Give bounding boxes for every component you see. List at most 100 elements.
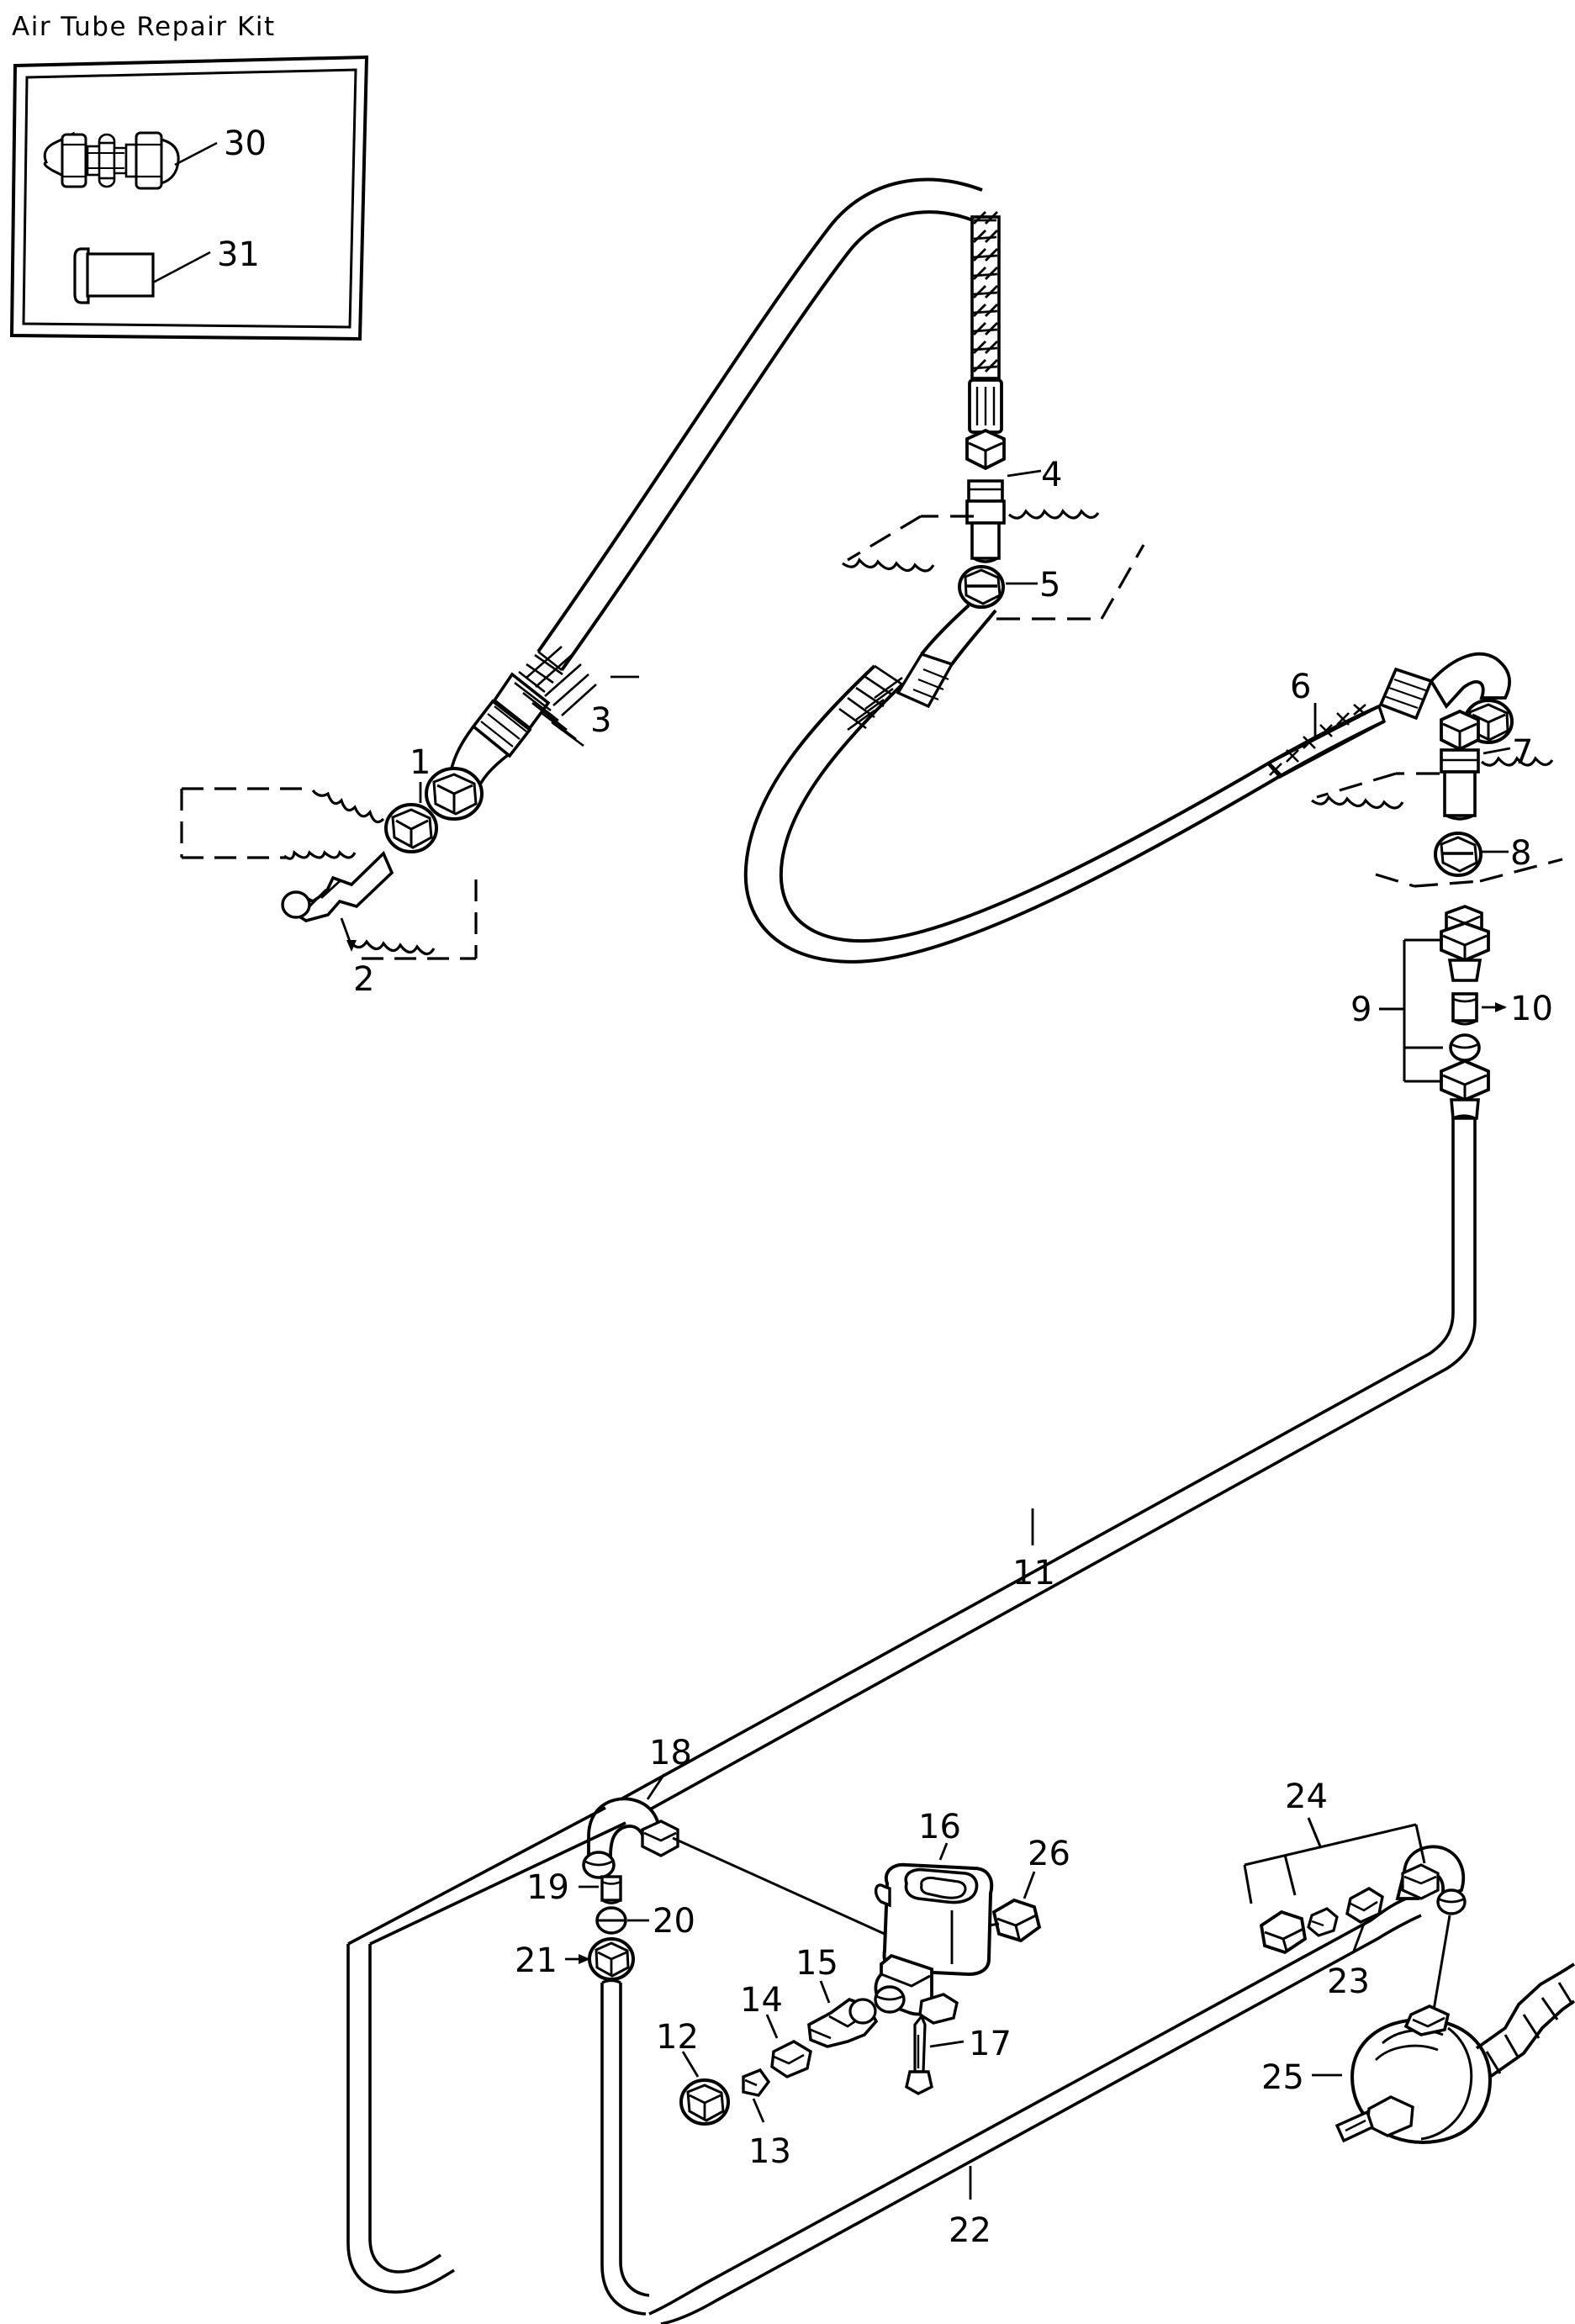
inset-outer-border (9, 55, 369, 341)
callout-number-24: 24 (1285, 1777, 1328, 1816)
callout-line-12 (681, 2051, 700, 2078)
callout-line-4 (1007, 469, 1042, 478)
part-17-bolt (905, 2013, 933, 2095)
callout-number-6: 6 (1290, 668, 1311, 706)
part-3-hose-assembly (425, 177, 983, 821)
break-lines-right (1311, 756, 1563, 888)
callout-line-31 (152, 251, 211, 284)
tube-11-edge-b (625, 1118, 1477, 1825)
inset-inner-border (22, 68, 357, 329)
kit-title: Air Tube Repair Kit (12, 12, 276, 42)
part-23-sleeve (1345, 1887, 1384, 1924)
callout-number-19: 19 (526, 1868, 569, 1907)
callout-arrow-10 (1495, 1002, 1507, 1012)
part-20-washer (595, 1906, 627, 1935)
part-18-elbow-fitting (582, 1797, 679, 1879)
hose-3-outer-edge (536, 177, 983, 653)
callout-number-8: 8 (1510, 834, 1531, 873)
callout-number-22: 22 (949, 2211, 991, 2250)
tube-11-bottom-bend (346, 1806, 626, 2294)
part-21-nut (588, 1937, 635, 1981)
hose-6-braid (1266, 704, 1387, 779)
hose-6-stub-outer (920, 604, 970, 656)
hose-5-braid (838, 652, 954, 732)
callout-number-14: 14 (740, 1981, 783, 2020)
part-1-nut (384, 803, 438, 853)
callout-number-2: 2 (353, 960, 374, 999)
callout-line-26 (1023, 1871, 1036, 1899)
callout-line-17 (929, 2040, 965, 2048)
part-8-nut (1434, 832, 1483, 877)
break-lines-upper-center (842, 509, 1145, 621)
callout-number-4: 4 (1041, 456, 1062, 494)
callout-number-21: 21 (515, 1941, 558, 1980)
callout-number-17: 17 (969, 2025, 1012, 2063)
callout-number-7: 7 (1512, 733, 1533, 772)
callout-number-25: 25 (1261, 2058, 1304, 2097)
callout-number-30: 30 (224, 124, 267, 163)
callout-number-5: 5 (1039, 566, 1060, 605)
callout-number-11: 11 (1012, 1554, 1055, 1592)
callout-number-31: 31 (217, 235, 260, 274)
part-22-air-tube-lower (648, 1894, 1422, 2324)
callout-number-3: 3 (590, 701, 611, 740)
part-25-air-horn (1335, 1962, 1575, 2145)
callout-number-20: 20 (653, 1902, 695, 1941)
tube-22-edge-a (648, 1894, 1415, 2316)
tube-11-edge-a (605, 1118, 1455, 1809)
callout-number-10: 10 (1510, 990, 1553, 1028)
part-5-nut (958, 565, 1005, 609)
callout-number-1: 1 (410, 743, 431, 782)
hose-3-end-nut (425, 767, 484, 821)
part-24-fitting-group (1259, 1845, 1467, 1955)
part-30-union-coupling (43, 131, 180, 190)
hose-3-crimp-collar (471, 699, 532, 758)
callout-line-7 (1483, 747, 1511, 755)
hose-3-inner-edge (560, 210, 974, 672)
part-14-sleeve (770, 2040, 812, 2078)
hose-6-crimp-collar (1378, 667, 1434, 721)
part-9-union-assembly (1440, 905, 1490, 1120)
part-4-hose-fitting (965, 211, 1006, 563)
hose-3-braid (514, 646, 597, 747)
part-11-air-tube-upper (605, 1114, 1477, 1825)
callout-number-15: 15 (795, 1944, 838, 1983)
callout-number-18: 18 (649, 1734, 692, 1772)
break-lines-left (180, 787, 478, 960)
tube-22-edge-b (660, 1914, 1422, 2324)
callout-line-23 (1352, 1923, 1366, 1952)
part-26-nut (988, 1898, 1042, 1943)
callout-number-16: 16 (918, 1808, 961, 1846)
callout-line-16 (938, 1842, 949, 1861)
callout-line-30 (174, 141, 218, 166)
callout-number-13: 13 (748, 2132, 791, 2171)
callout-number-9: 9 (1350, 990, 1372, 1029)
hose-6-stub-inner (950, 609, 997, 666)
part-7-hose-fitting (1440, 709, 1480, 821)
callout-line-13 (752, 2098, 765, 2123)
callout-bracket-9 (1379, 938, 1443, 1083)
part-15-elbow-fitting (807, 1997, 879, 2048)
callout-number-12: 12 (656, 2018, 699, 2057)
tube-vertical-drop (600, 1978, 650, 2316)
part-16-air-valve-body (874, 1862, 994, 2025)
repair-kit-inset: 30 31 (9, 55, 369, 341)
callout-number-26: 26 (1028, 1835, 1070, 1873)
connector-18-to-16 (672, 1836, 922, 1952)
callout-line-18 (646, 1773, 666, 1800)
tube-11-top-cap (1452, 1114, 1476, 1120)
part-10-ferrule (1451, 992, 1478, 1022)
part-13-ferrule (742, 2068, 771, 2097)
part-19-ferrule (600, 1875, 622, 1904)
callout-arrow-21 (579, 1954, 590, 1964)
part-12-nut (679, 2078, 730, 2126)
part-31-tube-insert (73, 247, 155, 304)
callout-number-23: 23 (1327, 1962, 1370, 2001)
part-2-adapter-fitting (281, 850, 394, 922)
callout-line-15 (819, 1980, 831, 2004)
callout-arrow-2 (346, 940, 357, 952)
callout-line-14 (765, 2014, 779, 2039)
